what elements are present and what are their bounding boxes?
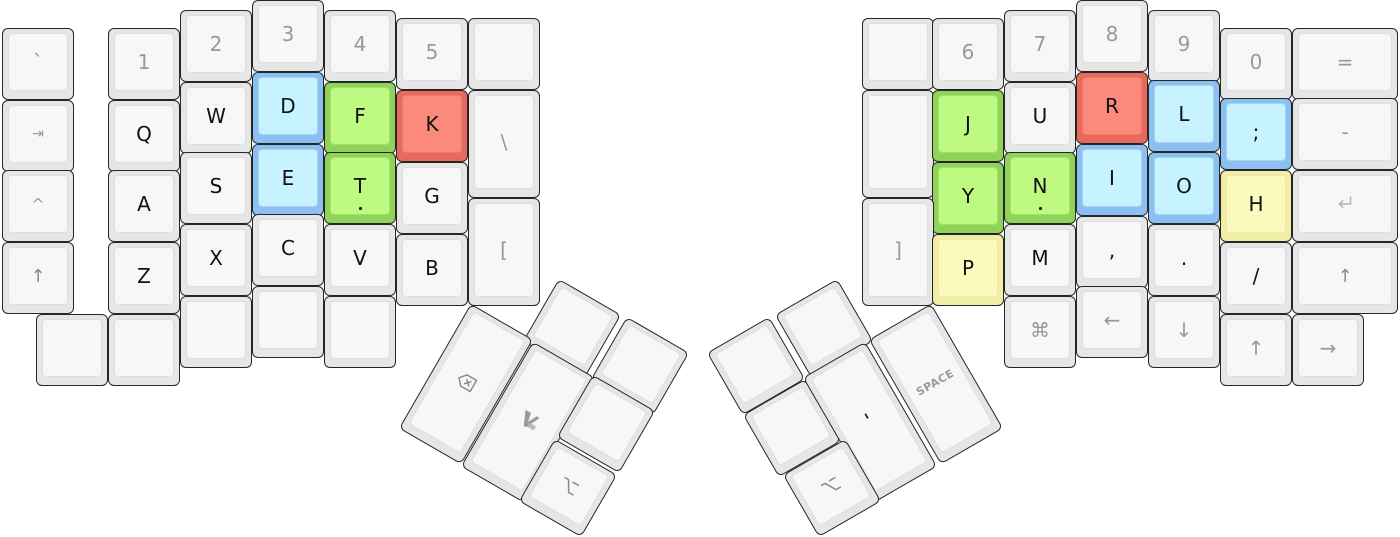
- key-8[interactable]: 8: [1076, 0, 1148, 72]
- key-blank-left-bottom-1[interactable]: [36, 314, 108, 386]
- key-arrow-down[interactable]: ↓: [1148, 296, 1220, 368]
- home-bump-dot: [1038, 207, 1042, 210]
- key-a[interactable]: A: [108, 170, 180, 242]
- key-i[interactable]: I: [1076, 144, 1148, 216]
- key-d[interactable]: D: [252, 72, 324, 144]
- key-s[interactable]: S: [180, 152, 252, 224]
- thumb-left-alt[interactable]: [518, 438, 618, 537]
- key-3[interactable]: 3: [252, 0, 324, 72]
- key-v[interactable]: V: [324, 224, 396, 296]
- key-blank-left-bottom-3[interactable]: [180, 296, 252, 368]
- key-blank-right-top[interactable]: [862, 18, 934, 90]
- key-t[interactable]: T: [324, 152, 396, 224]
- thumb-right-alt[interactable]: [782, 438, 882, 537]
- key-left-bracket[interactable]: [: [468, 198, 540, 306]
- option-icon: [820, 476, 842, 491]
- key-p[interactable]: P: [932, 234, 1004, 306]
- key-k[interactable]: K: [396, 90, 468, 162]
- key-blank-right-tall[interactable]: [862, 90, 934, 198]
- key-h[interactable]: H: [1220, 170, 1292, 242]
- key-0[interactable]: 0: [1220, 28, 1292, 100]
- key-w[interactable]: W: [180, 82, 252, 154]
- key-arrow-up[interactable]: ↑: [1220, 314, 1292, 386]
- key-blank-left-bottom-5[interactable]: [324, 296, 396, 368]
- key-arrow-right[interactable]: →: [1292, 314, 1364, 386]
- key-shift-left[interactable]: ↑: [2, 242, 74, 314]
- enter-icon: [1338, 196, 1352, 209]
- key-enter[interactable]: [1292, 170, 1398, 242]
- key-arrow-left[interactable]: ←: [1076, 286, 1148, 358]
- space-label: SPACE: [913, 366, 957, 399]
- key-backtick[interactable]: `: [2, 28, 74, 100]
- key-tab[interactable]: ⇥: [2, 100, 74, 172]
- key-m[interactable]: M: [1004, 224, 1076, 296]
- key-q[interactable]: Q: [108, 100, 180, 172]
- key-period[interactable]: .: [1148, 224, 1220, 296]
- key-y[interactable]: Y: [932, 162, 1004, 234]
- key-l[interactable]: L: [1148, 80, 1220, 152]
- key-r[interactable]: R: [1076, 72, 1148, 144]
- key-blank-left-bottom-2[interactable]: [108, 314, 180, 386]
- option-icon: [564, 476, 580, 496]
- key-x[interactable]: X: [180, 224, 252, 296]
- key-4[interactable]: 4: [324, 10, 396, 82]
- key-1[interactable]: 1: [108, 28, 180, 100]
- caret-icon: ^: [31, 194, 45, 214]
- key-semicolon[interactable]: ;: [1220, 98, 1292, 170]
- key-ctrl[interactable]: ^: [2, 170, 74, 242]
- key-g[interactable]: G: [396, 162, 468, 234]
- key-blank-left-bottom-4[interactable]: [252, 286, 324, 358]
- key-u[interactable]: U: [1004, 82, 1076, 154]
- key-f[interactable]: F: [324, 82, 396, 154]
- key-shift-right[interactable]: ↑: [1292, 242, 1398, 314]
- tab-icon: ⇥: [32, 126, 44, 142]
- vim-icon: [523, 409, 540, 431]
- key-z[interactable]: Z: [108, 242, 180, 314]
- key-6[interactable]: 6: [932, 18, 1004, 90]
- home-bump-dot: [358, 207, 362, 210]
- key-n[interactable]: N: [1004, 152, 1076, 224]
- key-7[interactable]: 7: [1004, 10, 1076, 82]
- thumb-left-vim[interactable]: [460, 341, 596, 503]
- key-backslash[interactable]: \: [468, 90, 540, 198]
- key-j[interactable]: J: [932, 90, 1004, 162]
- key-command[interactable]: ⌘: [1004, 296, 1076, 368]
- key-c[interactable]: C: [252, 214, 324, 286]
- key-right-bracket[interactable]: ]: [862, 198, 934, 306]
- key-9[interactable]: 9: [1148, 10, 1220, 82]
- key-slash[interactable]: /: [1220, 242, 1292, 314]
- shift-arrow-icon: ↑: [30, 265, 46, 287]
- key-o[interactable]: O: [1148, 152, 1220, 224]
- key-blank-left-top[interactable]: [468, 18, 540, 90]
- key-5[interactable]: 5: [396, 18, 468, 90]
- shift-arrow-icon: ↑: [1337, 265, 1353, 287]
- key-equals[interactable]: =: [1292, 28, 1398, 100]
- delete-icon: [458, 374, 478, 393]
- key-minus[interactable]: -: [1292, 98, 1398, 170]
- thumb-left-delete[interactable]: [398, 303, 534, 465]
- key-comma[interactable]: ,: [1076, 216, 1148, 288]
- key-2[interactable]: 2: [180, 10, 252, 82]
- key-b[interactable]: B: [396, 234, 468, 306]
- key-e[interactable]: E: [252, 144, 324, 216]
